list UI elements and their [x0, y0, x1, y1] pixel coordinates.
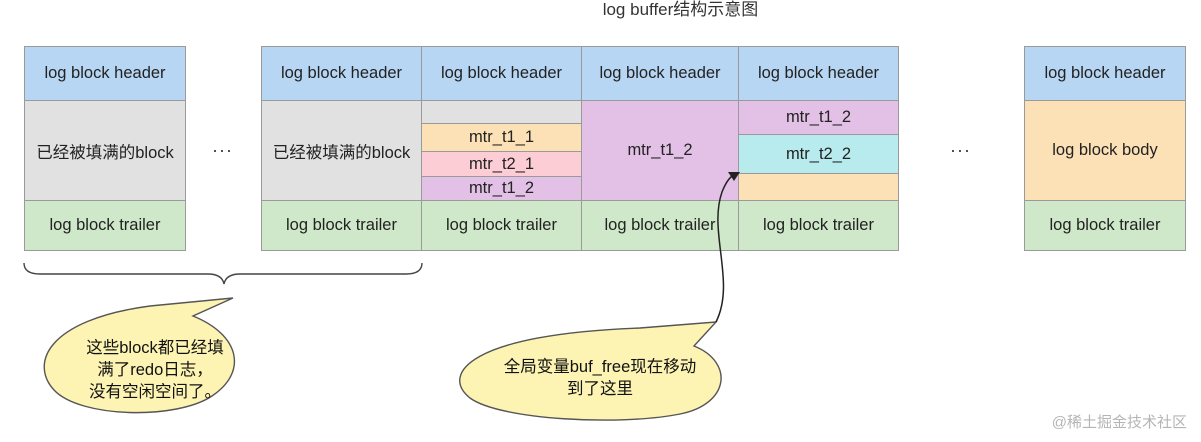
block4-header: log block header [581, 46, 739, 101]
right-callout-text: 全局变量buf_free现在移动 到了这里 [462, 356, 738, 400]
block5-trailer: log block trailer [738, 200, 899, 251]
block3-gray-segment [421, 100, 582, 124]
block6-trailer: log block trailer [1024, 200, 1186, 251]
block2-trailer: log block trailer [261, 200, 422, 251]
block5-mtr-t1-2: mtr_t1_2 [738, 100, 899, 135]
right-callout-bubble [459, 321, 722, 421]
block2-header: log block header [261, 46, 422, 101]
buf-free-arrow-head [728, 172, 740, 181]
left-callout-line-2: 满了redo日志， [97, 361, 213, 379]
block1-trailer: log block trailer [24, 200, 186, 251]
buf-free-pointer-arrow [715, 172, 738, 323]
block3-mtr-t2-1: mtr_t2_1 [421, 151, 582, 177]
block5-mtr-t2-2: mtr_t2_2 [738, 134, 899, 174]
block5-header: log block header [738, 46, 899, 101]
left-callout-line-1: 这些block都已经填 [86, 339, 224, 357]
ellipsis-left: ··· [212, 140, 233, 160]
block2-body-full: 已经被填满的block [261, 100, 422, 201]
diagram-title: log buffer结构示意图 [602, 0, 759, 19]
watermark: @稀土掘金技术社区 [1051, 414, 1187, 431]
right-callout-line-2: 到了这里 [567, 380, 633, 398]
right-callout-line-1: 全局变量buf_free现在移动 [503, 358, 697, 376]
block3-header: log block header [421, 46, 582, 101]
block1-body-full: 已经被填满的block [24, 100, 186, 201]
ellipsis-right: ··· [950, 140, 971, 160]
block4-trailer: log block trailer [581, 200, 739, 251]
full-blocks-brace [23, 262, 423, 285]
left-callout-line-3: 没有空闲空间了。 [89, 383, 221, 401]
left-callout-bubble [43, 297, 236, 414]
block3-trailer: log block trailer [421, 200, 582, 251]
left-callout-text: 这些block都已经填 满了redo日志， 没有空闲空间了。 [60, 337, 250, 403]
block6-header: log block header [1024, 46, 1186, 101]
